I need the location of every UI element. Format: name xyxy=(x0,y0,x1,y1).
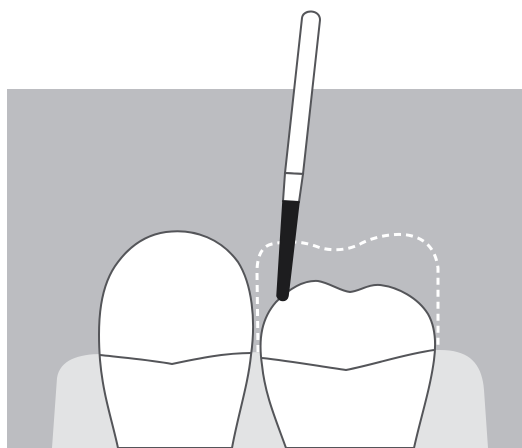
probe-collar xyxy=(283,173,303,202)
left-tooth xyxy=(99,231,253,448)
right-tooth-outline xyxy=(261,281,436,448)
left-tooth-outline xyxy=(99,231,253,448)
right-tooth xyxy=(261,281,436,448)
